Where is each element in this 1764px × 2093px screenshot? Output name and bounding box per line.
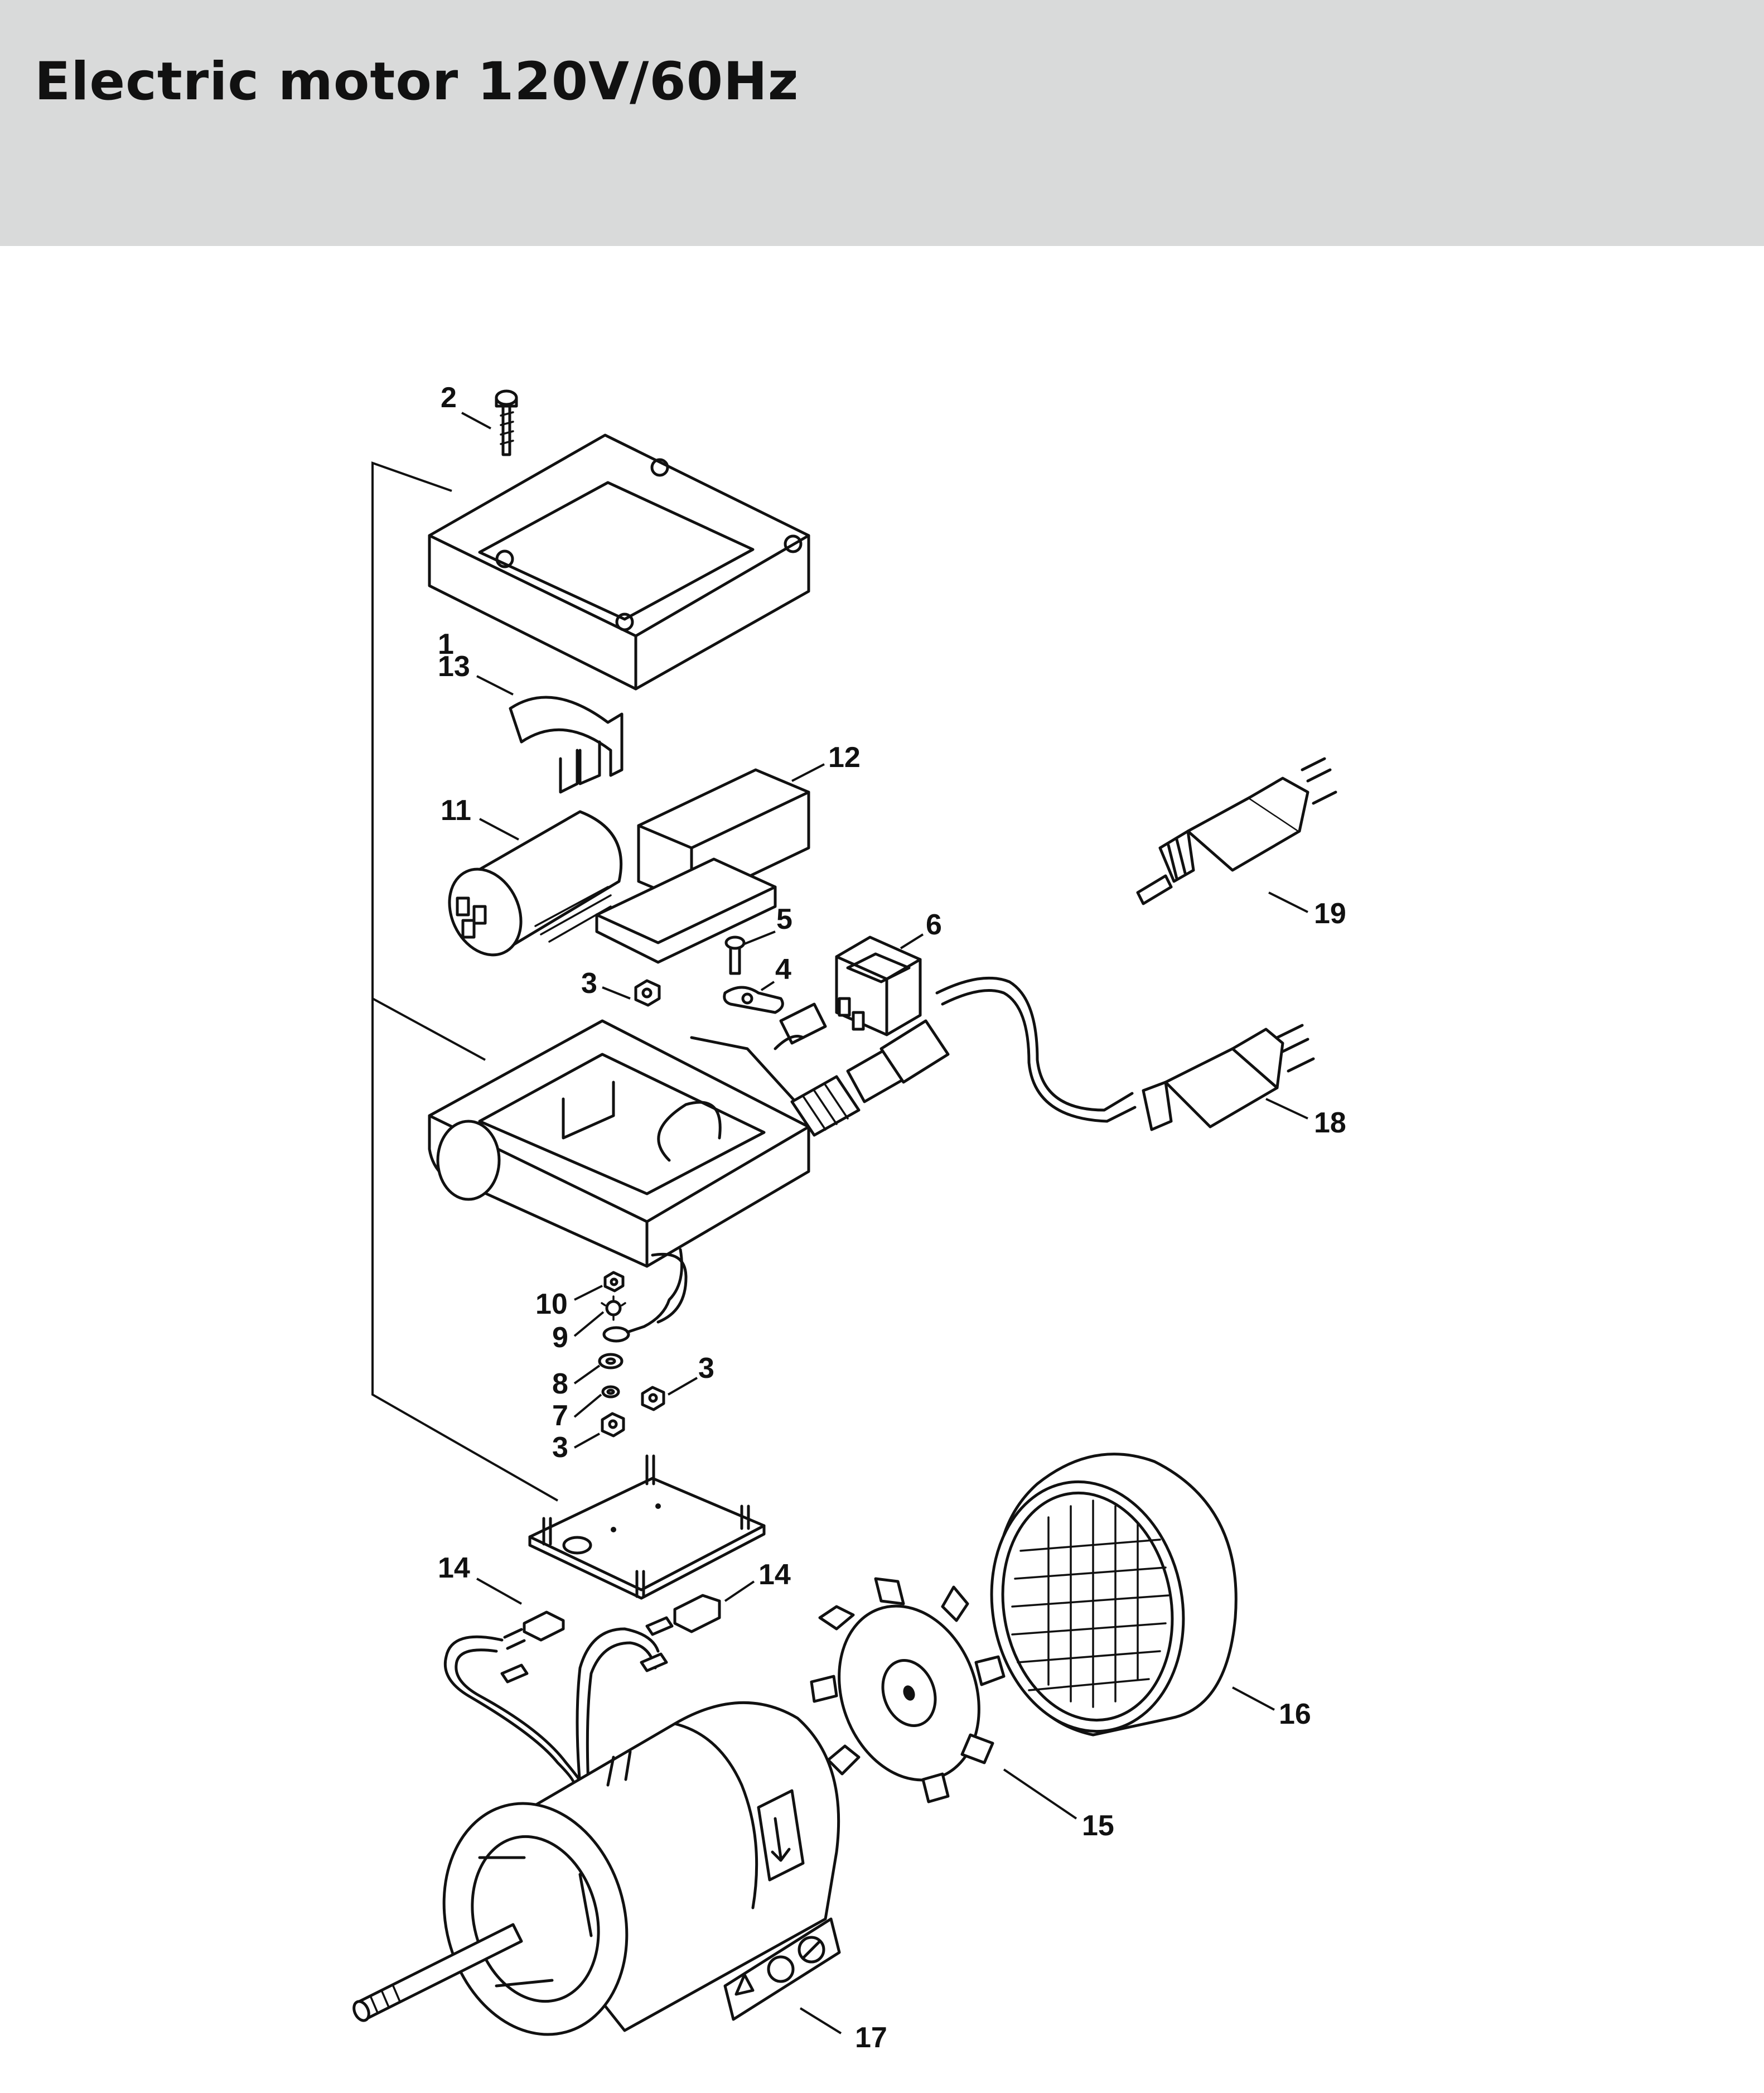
- part-5-screw: [724, 935, 746, 975]
- part-18-power-cord: [935, 976, 1315, 1131]
- part-3-nut-top: [634, 979, 661, 1007]
- part-15-fan: [810, 1577, 1006, 1803]
- callout-3b-label: 3: [698, 1352, 714, 1385]
- callout-6-label: 6: [926, 909, 942, 941]
- callout-10-label: 10: [535, 1288, 568, 1320]
- title-banner: Electric motor 120V/60Hz: [0, 0, 1764, 246]
- fan-cover-grille: [1011, 1499, 1169, 1708]
- part-19-plug: [1136, 757, 1337, 905]
- part-cover: [428, 433, 810, 691]
- callouts: 1 2 3 3 3 4 5 6 7 8 9 10 11 12 13 14 14: [438, 382, 1346, 2054]
- part-motor-shaft: [352, 1923, 523, 2022]
- part-17-warning-labels: [723, 1917, 841, 2021]
- part-16-fan-cover: [990, 1453, 1238, 1737]
- part-cable-lug: [602, 1248, 683, 1343]
- page-title: Electric motor 120V/60Hz: [35, 51, 799, 112]
- callout-4-label: 4: [775, 953, 791, 986]
- part-6-switch: [835, 935, 922, 1036]
- part-terminal-box: [428, 1019, 810, 1324]
- callout-9-label: 9: [552, 1322, 568, 1354]
- callout-3a-label: 3: [581, 967, 597, 1000]
- callout-8-label: 8: [552, 1368, 568, 1400]
- part-2-screw: [495, 389, 518, 456]
- part-motor: [442, 1701, 840, 2036]
- callout-14b-label: 14: [758, 1559, 791, 1591]
- part-3-nut-bottom-left: [601, 1412, 625, 1438]
- part-9-lock-washer: [601, 1295, 626, 1321]
- callout-1-label: 1: [438, 628, 454, 660]
- callout-18-label: 18: [1314, 1107, 1346, 1139]
- callout-11-label: 11: [441, 794, 471, 827]
- callout-14a-label: 14: [438, 1552, 470, 1584]
- callout-16-label: 16: [1279, 1698, 1311, 1730]
- callout-13-label: 13: [438, 650, 470, 683]
- callout-2-label: 2: [441, 382, 457, 414]
- part-12-sleeve: [595, 768, 810, 964]
- part-3-nut-bottom-right: [641, 1386, 665, 1411]
- callout-12-label: 12: [828, 741, 861, 774]
- part-13-holder: [509, 696, 624, 794]
- callout-7-label: 7: [552, 1400, 568, 1432]
- part-mounting-plate: [528, 1454, 766, 1600]
- part-cable-gland: [774, 1002, 950, 1137]
- part-8-washer: [598, 1353, 624, 1369]
- callout-19-label: 19: [1314, 898, 1346, 930]
- part-motor-wiring: [443, 1616, 674, 1787]
- assembly-bracket: [371, 461, 558, 1502]
- part-7-washer: [601, 1385, 620, 1398]
- part-4-clamp: [723, 986, 784, 1014]
- part-10-nut: [603, 1271, 625, 1293]
- callout-17-label: 17: [855, 2022, 887, 2054]
- callout-5-label: 5: [776, 903, 792, 935]
- callout-15-label: 15: [1082, 1810, 1114, 1842]
- part-14-connector-left: [503, 1610, 565, 1650]
- part-11-capacitor: [448, 810, 623, 957]
- exploded-parts-diagram: 1 2 3 3 3 4 5 6 7 8 9 10 11 12 13 14 14: [352, 382, 1346, 2054]
- callout-3c-label: 3: [552, 1431, 568, 1464]
- part-14-connector-right: [673, 1594, 721, 1633]
